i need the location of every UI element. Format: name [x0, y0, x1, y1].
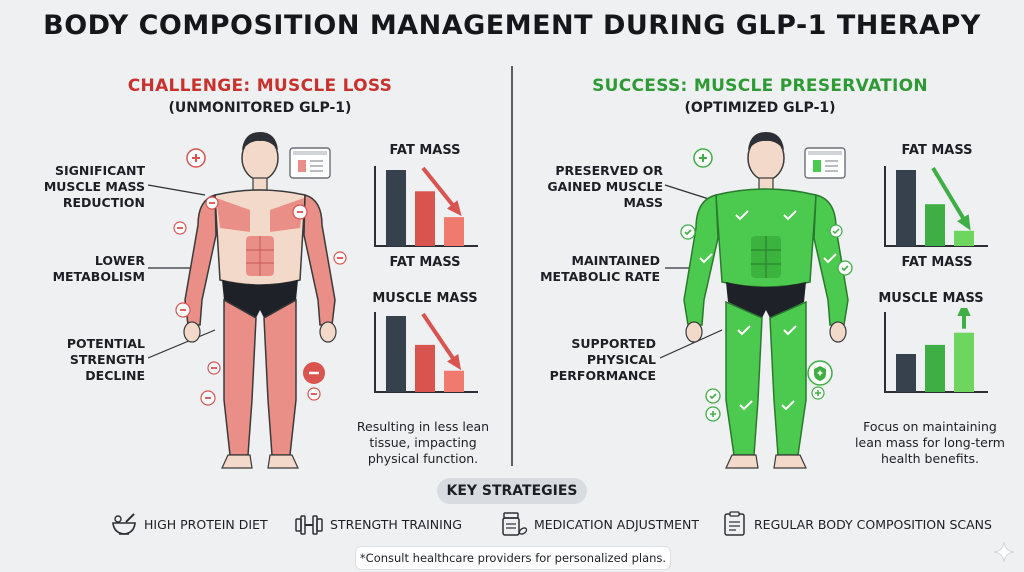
right-fat-title-2: FAT MASS: [901, 255, 973, 270]
panel-divider: [511, 66, 513, 466]
minus-icon: [333, 251, 347, 265]
trend-down-arrow: [421, 166, 462, 217]
right-muscle-title: MUSCLE MASS: [878, 291, 984, 306]
right-label-metabolism: MAINTAINED METABOLIC RATE: [540, 253, 660, 284]
strategy-scans: REGULAR BODY COMPOSITION SCANS: [722, 510, 992, 538]
check-icon: [705, 388, 721, 404]
right-subheading: (OPTIMIZED GLP-1): [684, 100, 836, 116]
scan-clipboard-icon: [724, 511, 745, 536]
left-label-strength: POTENTIAL STRENGTH DECLINE: [66, 336, 145, 383]
minus-icon: [303, 362, 325, 384]
chart-bar: [954, 230, 974, 246]
dumbbell-icon: [295, 515, 323, 535]
chart-bar: [925, 344, 945, 392]
left-muscle-title: MUSCLE MASS: [372, 291, 478, 306]
left-muscle-chart: [374, 312, 478, 393]
strategy-strength-label: STRENGTH TRAINING: [330, 516, 462, 532]
page-title: BODY COMPOSITION MANAGEMENT DURING GLP-1…: [43, 10, 981, 41]
chart-bar: [386, 170, 406, 246]
trend-up-arrow: [957, 308, 971, 329]
chart-bar: [386, 316, 406, 392]
human-figure-unmonitored: [183, 132, 337, 469]
left-label-metabolism: LOWER METABOLISM: [52, 253, 145, 284]
right-fat-chart: [884, 166, 988, 247]
chart-bar: [954, 332, 974, 392]
chart-bar: [896, 354, 916, 392]
chart-bar: [444, 217, 464, 246]
left-label-muscle: SIGNIFICANT MUSCLE MASS REDUCTION: [43, 163, 145, 210]
trend-down-arrow: [931, 166, 971, 231]
callout-line: [664, 184, 713, 201]
minus-icon: [207, 361, 221, 375]
plus-icon: [705, 406, 721, 422]
chart-bar: [896, 170, 916, 246]
minus-icon: [292, 204, 308, 220]
chart-bar: [925, 204, 945, 246]
left-caption: Resulting in less lean tissue, impacting…: [356, 419, 490, 466]
right-muscle-chart: [884, 308, 988, 393]
minus-icon: [205, 196, 219, 210]
right-label-muscle: PRESERVED OR GAINED MUSCLE MASS: [547, 163, 663, 210]
chart-axis: [374, 312, 478, 393]
monitor-chart-icon: [804, 147, 846, 179]
monitor-chart-icon: [289, 147, 331, 179]
strategy-scans-label: REGULAR BODY COMPOSITION SCANS: [754, 516, 992, 532]
minus-icon: [200, 390, 216, 406]
minus-icon: [173, 221, 187, 235]
plus-icon: [693, 148, 713, 168]
chart-axis: [374, 166, 478, 247]
chart-bar: [444, 370, 464, 392]
right-fat-title: FAT MASS: [901, 143, 973, 158]
check-icon: [837, 260, 853, 276]
callout-line: [147, 184, 206, 196]
check-icon: [829, 224, 843, 238]
strategy-protein: HIGH PROTEIN DIET: [110, 510, 268, 538]
right-label-performance: SUPPORTED PHYSICAL PERFORMANCE: [549, 336, 656, 383]
right-heading: SUCCESS: MUSCLE PRESERVATION: [592, 76, 928, 96]
human-figure-optimized: [683, 132, 849, 469]
plus-icon: [811, 386, 825, 400]
key-strategies-heading: KEY STRATEGIES: [437, 478, 587, 504]
plus-icon: [186, 148, 206, 168]
disclaimer-note: *Consult healthcare providers for person…: [355, 546, 671, 570]
strategy-medication: MEDICATION ADJUSTMENT: [500, 510, 699, 538]
chart-axis: [884, 166, 988, 247]
mortar-bowl-icon: [112, 513, 136, 535]
chart-bar: [415, 191, 435, 246]
pill-bottle-icon: [502, 512, 528, 536]
right-caption: Focus on maintaining lean mass for long-…: [855, 419, 1005, 466]
minus-icon: [175, 302, 191, 318]
sparkle-icon: [993, 541, 1015, 563]
left-fat-chart: [374, 166, 478, 247]
callout-line: [147, 329, 216, 359]
left-heading: CHALLENGE: MUSCLE LOSS: [127, 76, 393, 96]
strategy-protein-label: HIGH PROTEIN DIET: [144, 516, 268, 532]
left-subheading: (UNMONITORED GLP-1): [168, 100, 352, 116]
callout-line: [659, 329, 723, 359]
left-fat-title-2: FAT MASS: [389, 255, 461, 270]
left-fat-title: FAT MASS: [389, 143, 461, 158]
shield-plus-icon: [807, 360, 833, 386]
chart-axis: [884, 312, 988, 393]
strategy-medication-label: MEDICATION ADJUSTMENT: [534, 516, 700, 532]
chart-bar: [415, 344, 435, 392]
strategy-strength: STRENGTH TRAINING: [294, 510, 462, 538]
trend-down-arrow: [421, 312, 462, 371]
check-icon: [680, 224, 696, 240]
minus-icon: [307, 387, 321, 401]
